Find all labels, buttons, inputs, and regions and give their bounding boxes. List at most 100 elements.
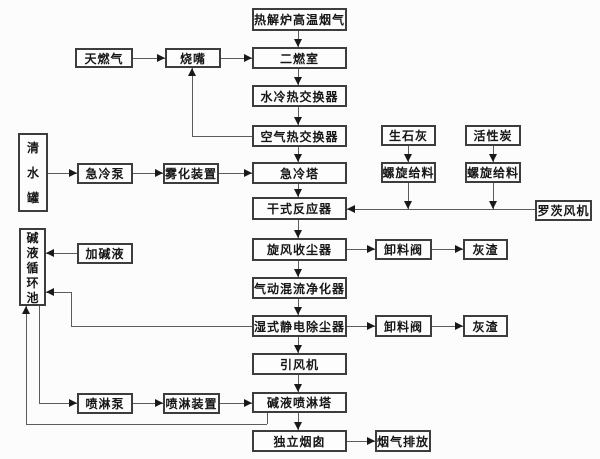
node-label: 湿式静电除尘器 xyxy=(254,319,346,334)
connector-line-vertical xyxy=(408,183,409,209)
node-label: 热解炉高温烟气 xyxy=(254,13,346,27)
node-screw-feeder-2: 螺旋给料 xyxy=(465,162,521,183)
node-dry-reactor: 干式反应器 xyxy=(252,197,347,220)
arrowhead-right-icon xyxy=(244,54,252,62)
node-label: 卸料阀 xyxy=(383,243,423,257)
node-secondary-combustion-chamber: 二燃室 xyxy=(252,47,347,69)
connector-line-horizontal xyxy=(347,209,535,210)
arrowhead-down-icon xyxy=(294,117,302,125)
node-alkali-feed: 加碱液 xyxy=(77,243,133,264)
node-label: 碱液喷淋塔 xyxy=(266,396,332,410)
arrowhead-right-icon xyxy=(69,169,77,177)
node-label: 螺旋给料 xyxy=(467,166,520,180)
arrowhead-right-icon xyxy=(155,169,163,177)
node-label: 空气热交换器 xyxy=(260,129,339,144)
node-label: 罗茨风机 xyxy=(537,204,590,218)
node-ash-residue-2: 灰渣 xyxy=(463,315,508,337)
arrowhead-down-icon xyxy=(489,201,497,209)
node-pneumatic-mixed-flow-purifier: 气动混流净化器 xyxy=(252,277,347,299)
node-label: 急冷泵 xyxy=(85,167,125,181)
arrowhead-down-icon xyxy=(294,345,302,353)
connector-line-horizontal xyxy=(221,58,252,59)
node-induced-draft-fan: 引风机 xyxy=(252,353,347,375)
node-label: 烧嘴 xyxy=(179,51,206,66)
node-alkali-spray-tower: 碱液喷淋塔 xyxy=(252,392,347,413)
connector-line-vertical xyxy=(298,375,299,392)
arrowhead-down-icon xyxy=(489,154,497,162)
node-wet-esp: 湿式静电除尘器 xyxy=(252,315,347,337)
connector-line-horizontal xyxy=(347,441,375,442)
node-label: 喷淋泵 xyxy=(85,397,125,411)
arrowhead-left-icon xyxy=(347,205,355,213)
node-label: 干式反应器 xyxy=(266,202,332,216)
arrowhead-down-icon xyxy=(294,384,302,392)
arrowhead-down-icon xyxy=(294,422,302,430)
node-label: 螺旋给料 xyxy=(382,166,435,180)
node-label: 灰渣 xyxy=(472,319,499,334)
connector-line-vertical xyxy=(267,413,268,424)
node-alkali-circulation-pool: 碱液循环池 xyxy=(19,228,46,306)
node-label: 天燃气 xyxy=(84,51,124,66)
connector-line-horizontal xyxy=(432,326,463,327)
connector-line-vertical xyxy=(493,183,494,209)
node-water-cooled-heat-exchanger: 水冷热交换器 xyxy=(252,85,347,107)
connector-line-horizontal xyxy=(133,403,163,404)
node-label: 二燃室 xyxy=(279,51,319,66)
node-spray-device: 喷淋装置 xyxy=(163,393,220,414)
connector-line-horizontal xyxy=(46,253,77,254)
node-atomizer: 雾化装置 xyxy=(163,163,219,184)
node-label: 旋风收尘器 xyxy=(266,243,332,257)
arrowhead-right-icon xyxy=(367,245,375,253)
node-spray-pump: 喷淋泵 xyxy=(77,393,133,414)
node-label: 引风机 xyxy=(279,357,319,372)
connector-line-vertical xyxy=(39,306,40,403)
connector-line-horizontal xyxy=(219,173,252,174)
connector-line-horizontal xyxy=(133,58,165,59)
node-quicklime: 生石灰 xyxy=(381,125,436,146)
connector-line-vertical xyxy=(298,220,299,238)
node-flue-gas-emission: 烟气排放 xyxy=(375,430,431,452)
node-cyclone-dust-collector: 旋风收尘器 xyxy=(252,238,347,261)
node-air-heat-exchanger: 空气热交换器 xyxy=(252,125,347,147)
node-discharge-valve-1: 卸料阀 xyxy=(375,239,432,260)
node-label: 灰渣 xyxy=(472,243,499,257)
node-label: 碱液循环池 xyxy=(26,231,39,305)
arrowhead-right-icon xyxy=(157,54,165,62)
connector-line-horizontal xyxy=(432,249,463,250)
node-label: 清水罐 xyxy=(26,141,39,205)
node-label: 喷淋装置 xyxy=(165,397,218,411)
arrowhead-down-icon xyxy=(294,39,302,47)
node-label: 独立烟囱 xyxy=(273,434,326,449)
arrowhead-down-icon xyxy=(294,77,302,85)
connector-line-vertical xyxy=(26,306,27,424)
arrowhead-down-icon xyxy=(294,154,302,162)
connector-line-horizontal xyxy=(220,403,252,404)
arrowhead-down-icon xyxy=(294,189,302,197)
node-label: 加碱液 xyxy=(85,247,125,261)
node-label: 雾化装置 xyxy=(165,167,218,181)
arrowhead-right-icon xyxy=(244,399,252,407)
node-label: 烟气排放 xyxy=(377,434,430,449)
arrowhead-right-icon xyxy=(455,322,463,330)
node-ash-residue-1: 灰渣 xyxy=(463,239,508,260)
node-discharge-valve-2: 卸料阀 xyxy=(375,315,432,337)
node-roots-blower: 罗茨风机 xyxy=(535,200,592,221)
node-activated-carbon: 活性炭 xyxy=(465,125,521,146)
node-label: 活性炭 xyxy=(473,129,513,143)
arrowhead-right-icon xyxy=(455,245,463,253)
arrowhead-up-icon xyxy=(188,68,196,76)
arrowhead-up-icon xyxy=(22,306,30,314)
arrowhead-down-icon xyxy=(294,307,302,315)
node-independent-chimney: 独立烟囱 xyxy=(252,430,347,452)
node-quench-pump: 急冷泵 xyxy=(77,163,133,184)
connector-line-horizontal xyxy=(347,326,375,327)
node-label: 生石灰 xyxy=(388,129,428,143)
connector-line-vertical xyxy=(298,107,299,125)
arrowhead-right-icon xyxy=(244,169,252,177)
connector-line-horizontal xyxy=(48,173,77,174)
node-clean-water-tank: 清水罐 xyxy=(18,133,48,212)
connector-line-vertical xyxy=(71,292,72,326)
arrowhead-right-icon xyxy=(69,399,77,407)
connector-line-horizontal xyxy=(26,424,267,425)
